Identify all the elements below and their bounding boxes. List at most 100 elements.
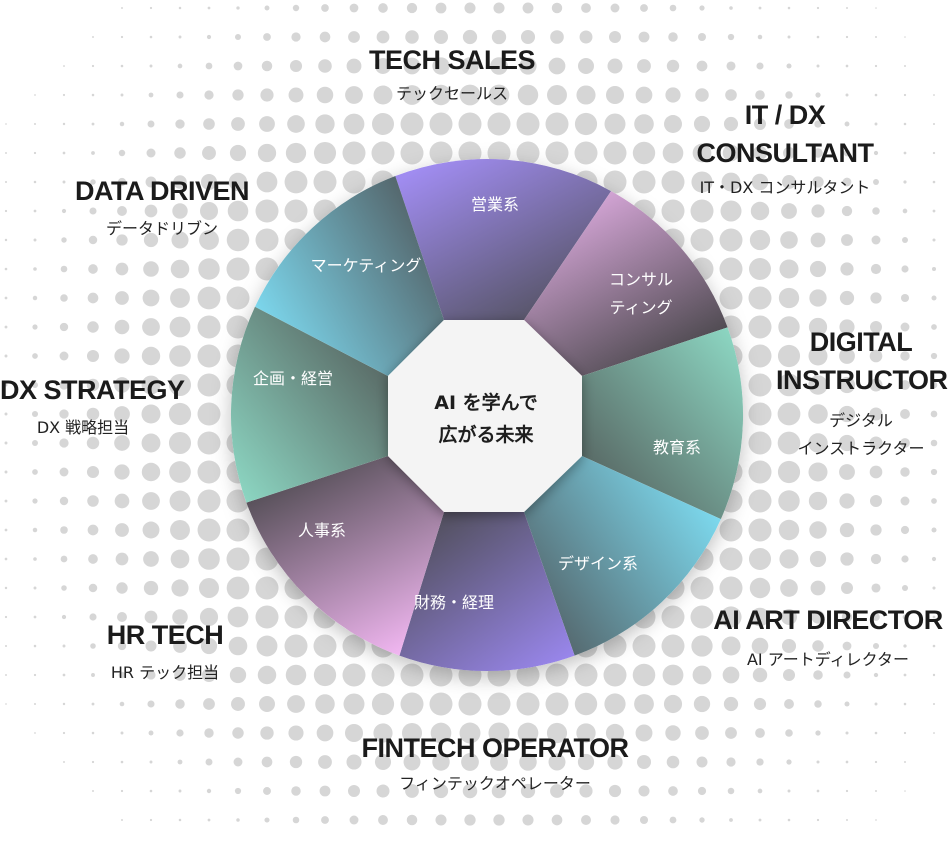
halftone-dot: [117, 177, 127, 187]
halftone-dot: [319, 31, 331, 43]
halftone-dot: [692, 665, 712, 685]
halftone-dot: [343, 693, 365, 715]
halftone-dot: [605, 85, 625, 105]
halftone-dot: [234, 33, 242, 41]
halftone-dot: [284, 634, 308, 658]
halftone-dot: [748, 431, 772, 455]
halftone-dot: [4, 180, 8, 184]
halftone-dot: [406, 2, 418, 14]
halftone-dot: [522, 2, 534, 14]
halftone-dot: [839, 464, 855, 480]
halftone-dot: [661, 199, 685, 223]
halftone-dot: [143, 232, 159, 248]
halftone-dot: [901, 265, 909, 273]
halftone-dot: [464, 2, 476, 14]
halftone-dot: [118, 671, 126, 679]
halftone-dot: [902, 208, 908, 214]
halftone-dot: [669, 816, 677, 824]
halftone-dot: [725, 89, 737, 101]
career-title: HR TECH: [106, 620, 224, 650]
halftone-dot: [777, 344, 801, 368]
career-data-driven: DATA DRIVEN データドリブン: [70, 173, 254, 241]
halftone-dot: [4, 354, 8, 358]
halftone-dot: [904, 790, 906, 792]
halftone-dot: [816, 35, 820, 39]
halftone-dot: [755, 90, 765, 100]
halftone-dot: [753, 697, 767, 711]
halftone-dot: [719, 257, 743, 281]
halftone-dot: [808, 317, 828, 337]
halftone-dot: [285, 664, 307, 686]
halftone-dot: [91, 673, 95, 677]
halftone-dot: [662, 664, 684, 686]
halftone-dot: [846, 819, 848, 821]
halftone-dot: [810, 232, 826, 248]
career-dx-strategy: DX STRATEGY DX 戦略担当: [0, 372, 185, 440]
halftone-dot: [291, 786, 301, 796]
halftone-dot: [33, 702, 37, 706]
blade-hr: [246, 456, 444, 656]
halftone-dot: [931, 266, 937, 272]
halftone-dot: [901, 555, 909, 563]
halftone-dot: [838, 405, 856, 423]
halftone-dot: [632, 634, 656, 658]
halftone-dot: [464, 814, 476, 826]
halftone-dot: [748, 373, 772, 397]
halftone-dot: [577, 57, 595, 75]
halftone-dot: [91, 64, 95, 68]
halftone-dot: [88, 583, 98, 593]
halftone-dot: [260, 88, 274, 102]
halftone-dot: [664, 115, 682, 133]
halftone-dot: [169, 461, 191, 483]
halftone-dot: [316, 86, 334, 104]
halftone-dot: [808, 433, 828, 453]
halftone-dot: [902, 614, 908, 620]
halftone-dot: [581, 3, 591, 13]
halftone-dot: [816, 6, 820, 10]
career-subtitle: IT・DX コンサルタント: [699, 178, 871, 197]
halftone-dot: [32, 469, 38, 475]
halftone-dot: [203, 118, 215, 130]
career-tech-sales: TECH SALES テックセールス: [350, 42, 554, 106]
halftone-dot: [143, 551, 159, 567]
halftone-dot: [231, 117, 245, 131]
halftone-dot: [120, 64, 124, 68]
halftone-dot: [33, 267, 37, 271]
halftone-dot: [118, 149, 126, 157]
halftone-dot: [148, 92, 154, 98]
halftone-dot: [178, 789, 182, 793]
halftone-dot: [545, 692, 569, 716]
halftone-dot: [781, 638, 797, 654]
halftone-dot: [204, 90, 214, 100]
halftone-dot: [839, 319, 855, 335]
halftone-dot: [405, 784, 419, 798]
halftone-dot: [873, 672, 879, 678]
halftone-dot: [227, 200, 249, 222]
halftone-dot: [784, 119, 794, 129]
halftone-dot: [204, 728, 214, 738]
halftone-dot: [34, 732, 36, 734]
halftone-dot: [693, 695, 711, 713]
career-subtitle: データドリブン: [105, 219, 218, 238]
halftone-dot: [288, 725, 304, 741]
halftone-dot: [90, 179, 96, 185]
halftone-dot: [787, 789, 791, 793]
halftone-dot: [839, 348, 855, 364]
halftone-dot: [634, 694, 654, 714]
halftone-dot: [33, 122, 37, 126]
halftone-dot: [142, 492, 160, 510]
halftone-dot: [34, 94, 36, 96]
halftone-dot: [933, 94, 935, 96]
halftone-dot: [197, 315, 221, 339]
halftone-dot: [574, 663, 598, 687]
halftone-dot: [695, 88, 709, 102]
halftone-dot: [429, 663, 453, 687]
halftone-dot: [255, 576, 279, 600]
halftone-dot: [551, 2, 563, 14]
halftone-dot: [59, 496, 69, 506]
halftone-dot: [842, 177, 852, 187]
halftone-dot: [808, 462, 828, 482]
halftone-dot: [170, 549, 190, 569]
halftone-dot: [726, 757, 736, 767]
